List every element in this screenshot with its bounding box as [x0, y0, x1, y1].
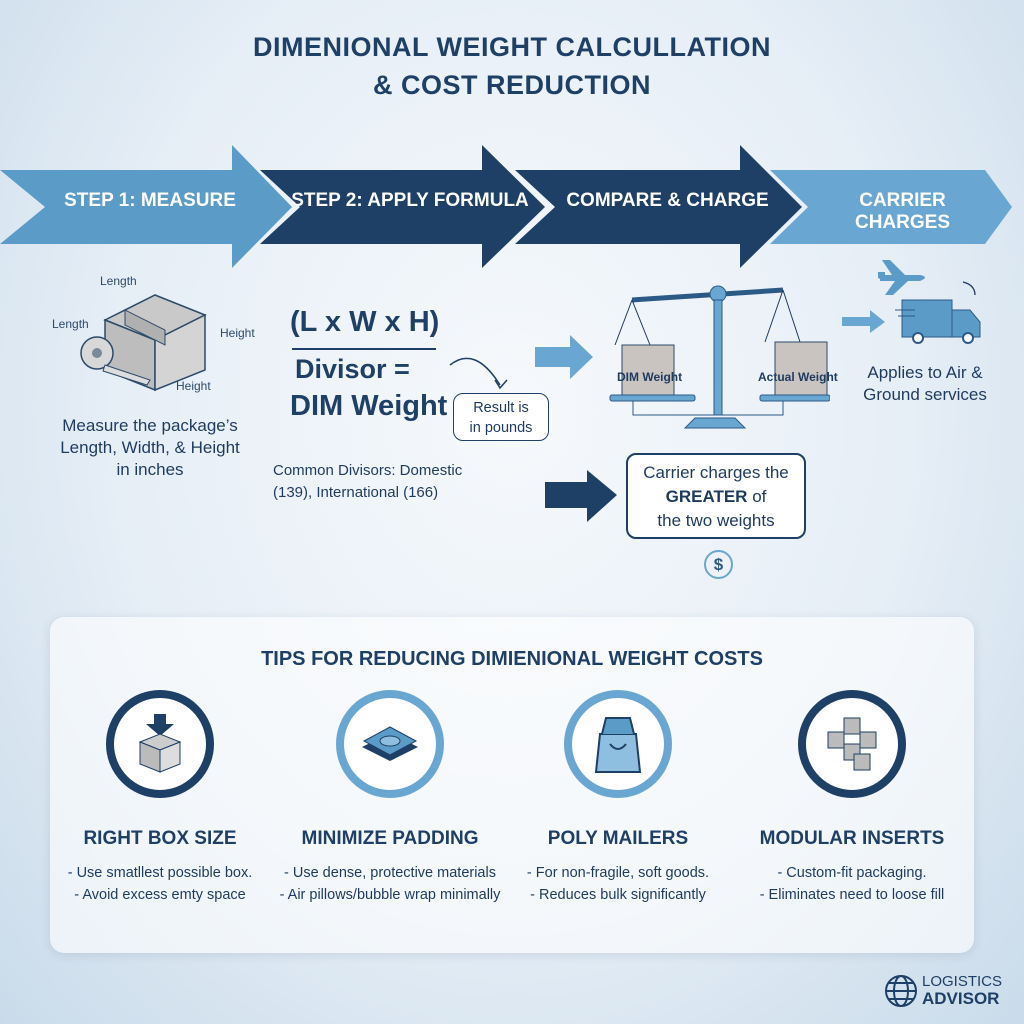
balance-scale-icon	[609, 285, 830, 429]
step-4-arrow	[770, 170, 1012, 244]
step-arrows	[0, 145, 1012, 268]
padding-icon	[336, 690, 444, 798]
step-2-arrow	[260, 145, 545, 268]
dim-label-bottom: Height	[176, 379, 211, 393]
step-4-label: CARRIER CHARGES	[854, 190, 950, 233]
curved-arrow-icon	[449, 357, 508, 390]
plane-truck-icon	[842, 260, 981, 344]
dim-label-left: Length	[52, 317, 89, 331]
arrow-right-icon	[535, 335, 593, 379]
fraction-line	[292, 348, 436, 350]
page-title: DIMENIONAL WEIGHT CALCULLATION& COST RED…	[253, 32, 771, 100]
tip-poly-mailers: POLY MAILERS- For non-fragile, soft good…	[503, 690, 733, 906]
globe-logo-icon	[885, 975, 917, 1007]
box-tape-measure-icon	[80, 294, 207, 392]
scale-right-label: Actual Weight	[758, 370, 838, 384]
step-3-arrow	[515, 145, 802, 268]
formula-numerator: (L x W x H)	[290, 306, 440, 338]
dollar-icon: $	[704, 550, 733, 579]
charge-note: Carrier charges the GREATER of the two w…	[626, 453, 806, 539]
tips-title: TIPS FOR REDUCING DIMIENIONAL WEIGHT COS…	[261, 648, 763, 670]
poly-mailer-icon	[564, 690, 672, 798]
modular-cubes-icon	[798, 690, 906, 798]
tip-minimize-padding: MINIMIZE PADDING- Use dense, protective …	[275, 690, 505, 906]
step-2-label: STEP 2: APPLY FORMULA	[291, 190, 529, 211]
dim-label-right: Height	[220, 326, 255, 340]
tip-modular-inserts: MODULAR INSERTS- Custom-fit packaging.- …	[737, 690, 967, 906]
dim-label-top: Length	[100, 274, 137, 288]
arrow-right-icon	[545, 470, 617, 522]
box-down-arrow-icon	[106, 690, 214, 798]
formula-divisor: Divisor =	[295, 354, 410, 384]
common-divisors: Common Divisors: Domestic(139), Internat…	[273, 462, 463, 501]
formula-result: DIM Weight	[290, 390, 448, 422]
step-3-label: COMPARE & CHARGE	[566, 190, 769, 211]
scale-left-label: DIM Weight	[617, 370, 683, 384]
step-1-label: STEP 1: MEASURE	[64, 190, 236, 211]
step-1-arrow	[0, 145, 292, 268]
carrier-caption: Applies to Air &Ground services	[863, 363, 987, 404]
tip-right-box-size: RIGHT BOX SIZE- Use smatllest possible b…	[45, 690, 275, 906]
